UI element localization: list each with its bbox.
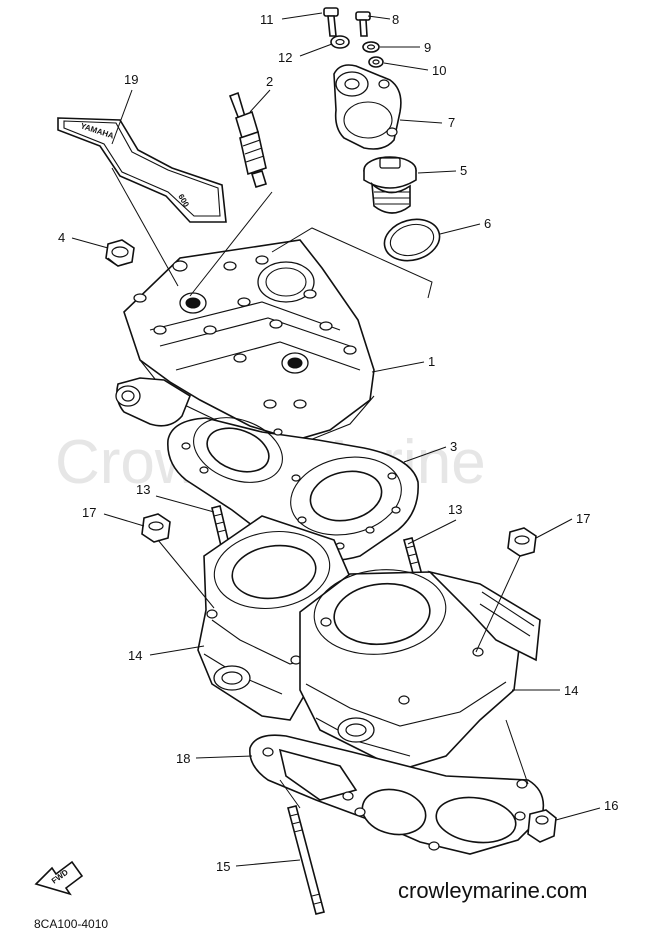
- callout-numbers: 11 8 12 9 10 7 5 6 19 2 4 1 3 13 13 17 1…: [58, 12, 618, 874]
- callout-1[interactable]: 1: [428, 354, 435, 369]
- callout-14-right[interactable]: 14: [564, 683, 578, 698]
- callout-10[interactable]: 10: [432, 63, 446, 78]
- callout-3[interactable]: 3: [450, 439, 457, 454]
- callout-19[interactable]: 19: [124, 72, 138, 87]
- part-8-bolt[interactable]: [355, 11, 371, 37]
- callout-6[interactable]: 6: [484, 216, 491, 231]
- callout-17-left[interactable]: 17: [82, 505, 96, 520]
- part-1-cylinder-head[interactable]: [115, 239, 375, 441]
- callout-16[interactable]: 16: [604, 798, 618, 813]
- part-2-spark-plug[interactable]: [228, 91, 268, 188]
- part-7-thermostat-cover[interactable]: [333, 64, 402, 150]
- part-19-decal[interactable]: YAMAHA 600: [57, 117, 227, 223]
- part-3-head-gasket[interactable]: [167, 406, 419, 562]
- part-5-thermostat[interactable]: [363, 156, 417, 214]
- part-10-washer[interactable]: [368, 56, 384, 68]
- part-4-nut[interactable]: [105, 239, 135, 267]
- part-16-nut[interactable]: [527, 809, 557, 843]
- callout-9[interactable]: 9: [424, 40, 431, 55]
- callout-13-left[interactable]: 13: [136, 482, 150, 497]
- callout-12[interactable]: 12: [278, 50, 292, 65]
- part-14-cylinder-right[interactable]: [299, 563, 541, 771]
- part-18-base-gasket[interactable]: [249, 734, 545, 855]
- callout-5[interactable]: 5: [460, 163, 467, 178]
- part-9-washer[interactable]: [362, 41, 380, 53]
- part-15-stud[interactable]: [287, 805, 325, 915]
- callout-8[interactable]: 8: [392, 12, 399, 27]
- diagram-code: 8CA100-4010: [34, 917, 108, 931]
- site-name: crowleymarine.com: [398, 878, 588, 903]
- callout-17-right[interactable]: 17: [576, 511, 590, 526]
- callout-7[interactable]: 7: [448, 115, 455, 130]
- part-12-washer[interactable]: [330, 35, 350, 49]
- callout-15[interactable]: 15: [216, 859, 230, 874]
- fwd-arrow: FWD: [34, 860, 84, 896]
- callout-18[interactable]: 18: [176, 751, 190, 766]
- part-17-nut-left[interactable]: [141, 513, 171, 543]
- callout-4[interactable]: 4: [58, 230, 65, 245]
- part-6-seal-ring[interactable]: [380, 213, 444, 266]
- callout-13-right[interactable]: 13: [448, 502, 462, 517]
- callout-14-left[interactable]: 14: [128, 648, 142, 663]
- callout-2[interactable]: 2: [266, 74, 273, 89]
- callout-11[interactable]: 11: [260, 12, 274, 27]
- part-11-bolt[interactable]: [323, 7, 339, 37]
- leader-lines: [71, 12, 601, 867]
- part-17-nut-right[interactable]: [507, 527, 537, 557]
